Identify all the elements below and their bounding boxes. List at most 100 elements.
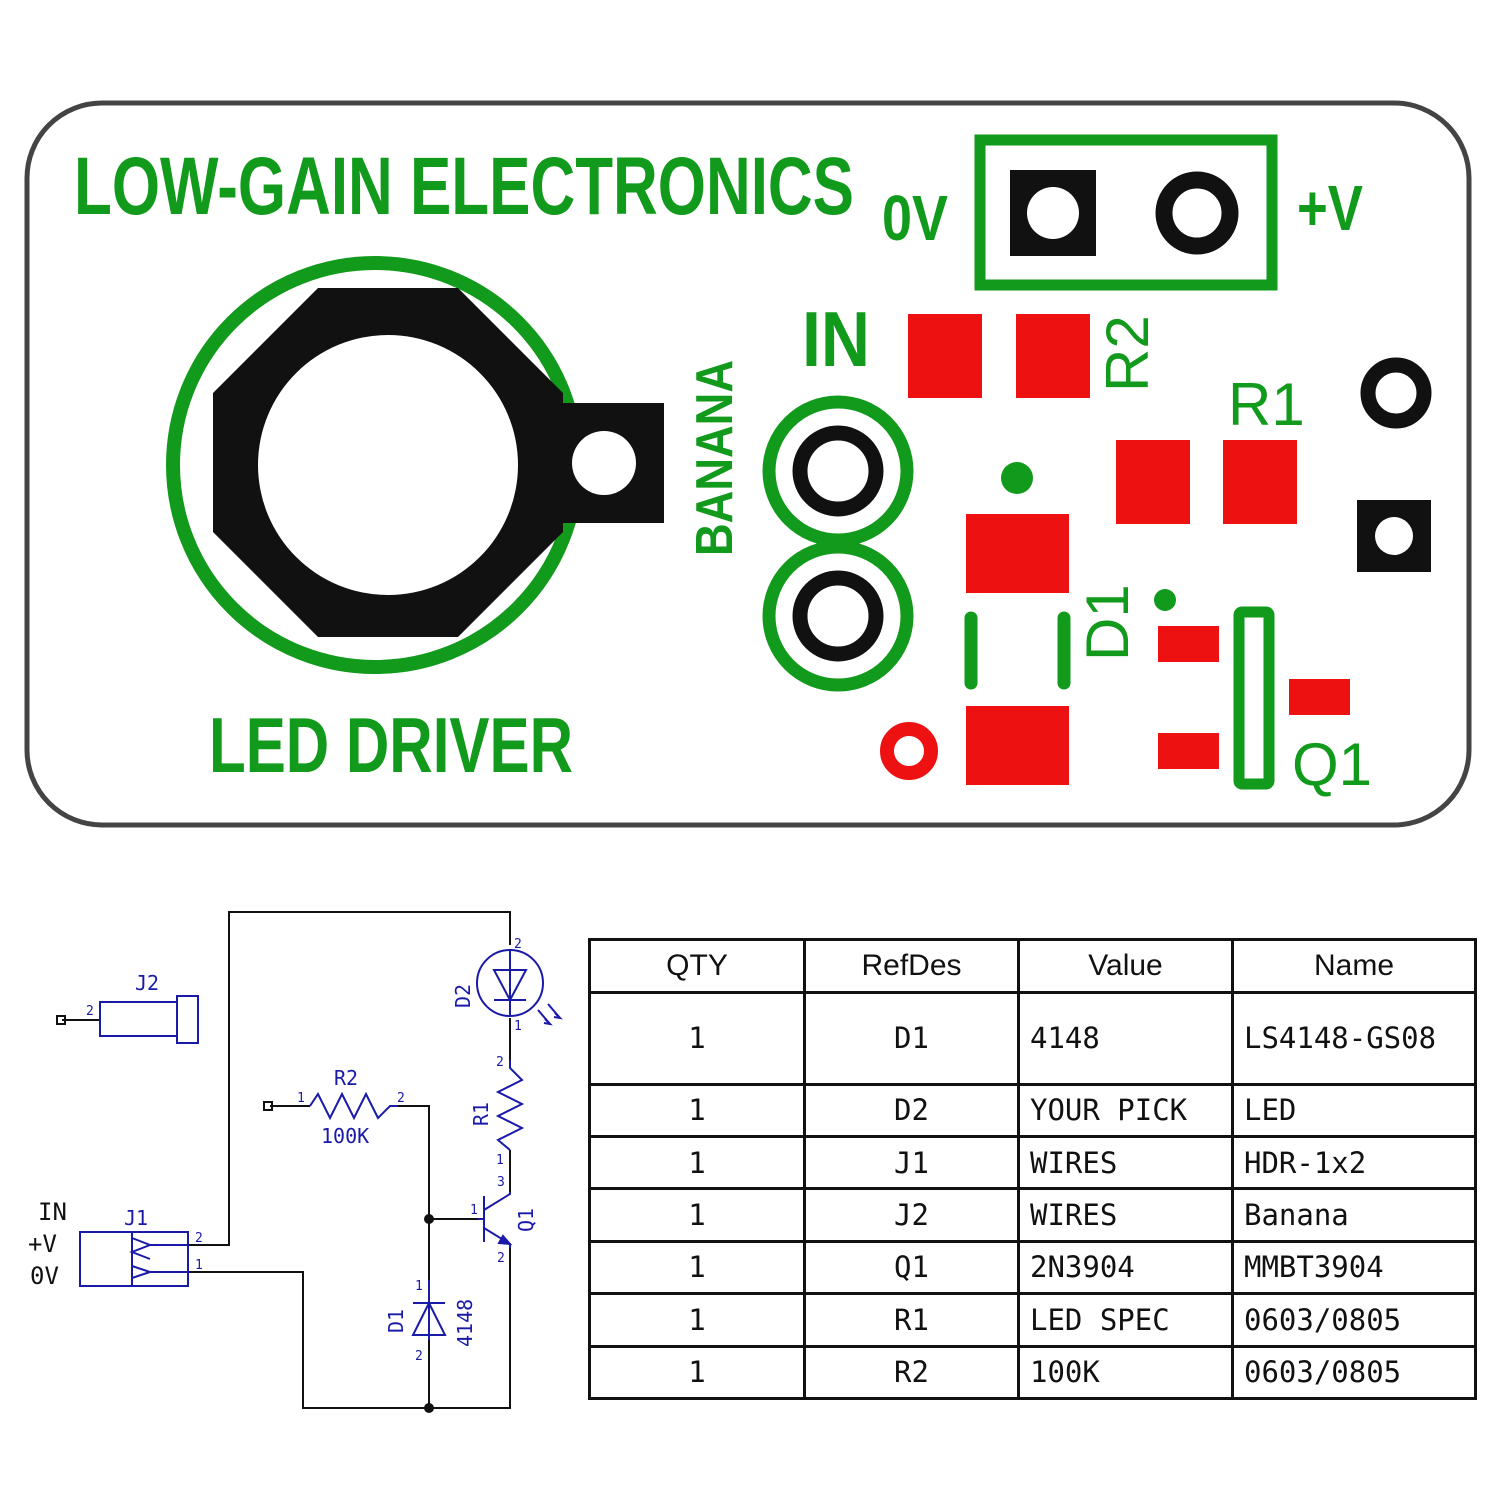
r2-pin-1: 1 [297,1091,305,1106]
bom-cell-refdes: D2 [803,1082,1020,1139]
bom-cell-refdes: R1 [803,1292,1020,1348]
brand-title: LOW-GAIN ELECTRONICS [74,141,854,232]
d1-silkscreen [964,611,1071,690]
j1-pin-1: 1 [195,1258,203,1273]
bom-cell-qty: 1 [588,1344,806,1401]
r2-value: 100K [321,1124,369,1148]
bom-cell-value: 4148 [1017,991,1234,1086]
j1-pin-2: 2 [195,1231,203,1246]
r2-refdes: R2 [334,1066,358,1090]
r2-refdes: R2 [1094,315,1161,392]
zero-v-label: 0V [882,182,948,254]
r1-refdes: R1 [469,1102,493,1126]
net-label-plus-v: +V [28,1230,57,1258]
j1-refdes: J1 [124,1206,148,1230]
in-pad-bottom [762,540,914,692]
bom-cell-value: WIRES [1017,1135,1234,1191]
d2-refdes: D2 [451,984,475,1008]
schematic: J2 2 IN +V 0V J1 2 1 R2 100K 1 2 [28,911,563,1413]
q1-pin-2: 2 [497,1251,505,1266]
schematic-wires [62,911,511,1409]
bom-cell-name: 0603/0805 [1231,1292,1477,1348]
j1-symbol [79,1231,189,1287]
d2-pin-1: 1 [514,1019,522,1034]
bom-header-name: Name [1231,938,1477,994]
bom-cell-name: HDR-1x2 [1231,1135,1477,1191]
d2-pin-2: 2 [514,937,522,952]
bom-cell-value: 2N3904 [1017,1239,1234,1296]
in-label: IN [802,295,870,383]
led-pad-square [1357,500,1431,572]
bom-row: 1 J1 WIRES HDR-1x2 [588,1135,1477,1191]
bom-cell-name: Banana [1231,1187,1477,1243]
bom-cell-value: WIRES [1017,1187,1234,1243]
q1-polarity-dot [1154,589,1176,611]
bom-cell-refdes: J1 [803,1135,1020,1191]
q1-silkscreen-bar [1233,606,1275,790]
net-label-zero-v: 0V [30,1262,59,1290]
bom-cell-qty: 1 [588,1187,806,1243]
bom-row: 1 D2 YOUR PICK LED [588,1082,1477,1139]
led-pad-round [1360,357,1432,429]
pcb-layout: LOW-GAIN ELECTRONICS LED DRIVER BANANA I… [24,100,1472,828]
bom-cell-refdes: Q1 [803,1239,1020,1296]
bom-cell-refdes: J2 [803,1187,1020,1243]
net-label-in: IN [38,1198,67,1226]
via-pad [880,722,938,780]
j2-refdes: J2 [135,971,159,995]
r1-pin-1: 1 [496,1153,504,1168]
in-pad-top [762,395,914,547]
plus-v-label: +V [1297,172,1363,244]
bom-cell-name: LS4148-GS08 [1231,991,1477,1086]
r2-symbol [263,1091,398,1121]
bom-cell-name: MMBT3904 [1231,1239,1477,1296]
d1-pads [966,514,1069,785]
q1-pads [1158,626,1350,769]
power-header-footprint [974,134,1278,291]
bom-cell-qty: 1 [588,1292,806,1348]
j2-pin: 2 [86,1004,94,1019]
r1-refdes: R1 [1228,371,1305,438]
d2-led-symbol [476,949,563,1026]
bom-row: 1 R2 100K 0603/0805 [588,1344,1477,1401]
j2-symbol [56,995,199,1044]
bom-cell-refdes: R2 [803,1344,1020,1401]
bom-cell-refdes: D1 [803,991,1020,1086]
r1-pads [1116,440,1297,524]
d1-pin-2: 2 [415,1349,423,1364]
bom-row: 1 J2 WIRES Banana [588,1187,1477,1243]
product-title: LED DRIVER [209,701,573,789]
bom-header-row: QTY RefDes Value Name [588,938,1477,994]
bom-cell-qty: 1 [588,1135,806,1191]
banana-jack-footprint [166,256,664,674]
d1-pin-1: 1 [415,1279,423,1294]
bom-cell-name: LED [1231,1082,1477,1139]
r1-pin-2: 2 [496,1055,504,1070]
q1-refdes: Q1 [1292,731,1372,798]
d1-polarity-dot [1001,462,1033,494]
d1-refdes: D1 [1074,584,1141,661]
schematic-junctions [424,1214,434,1413]
bom-header-refdes: RefDes [803,938,1020,994]
q1-pin-3: 3 [497,1175,505,1190]
bom-cell-qty: 1 [588,1239,806,1296]
bom-cell-name: 0603/0805 [1231,1344,1477,1401]
q1-symbol [478,1192,513,1248]
bom-table: QTY RefDes Value Name 1 D1 4148 LS4148-G… [588,938,1477,1401]
d1-value: 4148 [453,1299,477,1347]
bom-cell-value: 100K [1017,1344,1234,1401]
d1-symbol [411,1280,447,1340]
bom-row: 1 R1 LED SPEC 0603/0805 [588,1292,1477,1348]
q1-pin-1: 1 [470,1203,478,1218]
bom-row: 1 Q1 2N3904 MMBT3904 [588,1239,1477,1296]
bom-header-value: Value [1017,938,1234,994]
r1-symbol [495,1060,525,1151]
bom-cell-value: YOUR PICK [1017,1082,1234,1139]
r2-pin-2: 2 [397,1091,405,1106]
q1-refdes: Q1 [514,1208,538,1232]
banana-label: BANANA [686,360,744,556]
bom-cell-qty: 1 [588,1082,806,1139]
d1-refdes: D1 [384,1309,408,1333]
bom-cell-qty: 1 [588,991,806,1086]
